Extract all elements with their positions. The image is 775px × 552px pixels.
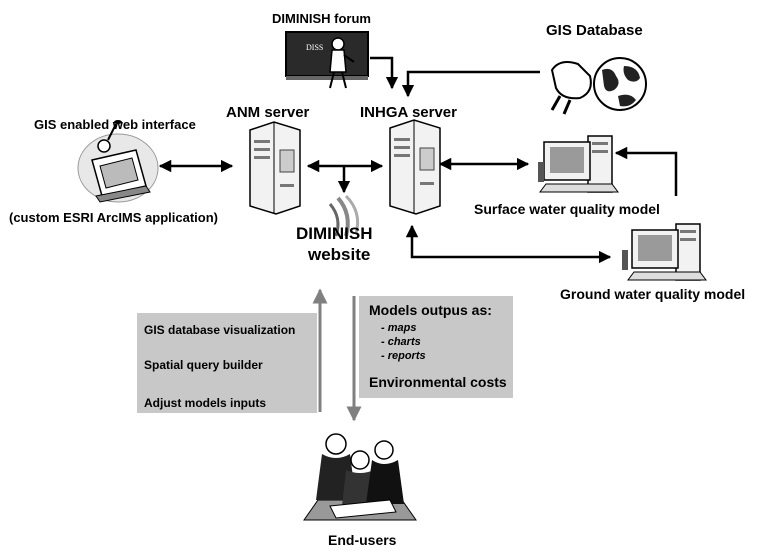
surface-model-label: Surface water quality model bbox=[474, 201, 660, 217]
gis-web-label: GIS enabled web interface bbox=[34, 117, 196, 132]
anm-server-icon bbox=[249, 121, 301, 215]
globe-icon bbox=[593, 57, 647, 111]
presenter-icon bbox=[329, 37, 355, 89]
arrow-inhga-ground bbox=[405, 224, 612, 264]
plug-icon bbox=[550, 61, 592, 115]
website-label-line2: website bbox=[308, 245, 371, 264]
ground-model-label: Ground water quality model bbox=[560, 286, 746, 302]
surface-model-computer-icon bbox=[538, 135, 619, 193]
panel-item-adjust-inputs: Adjust models inputs bbox=[144, 396, 267, 410]
ground-model-computer-icon bbox=[622, 223, 707, 281]
arrow-forum-inhga bbox=[370, 56, 399, 90]
gis-web-sublabel: (custom ESRI ArcIMS application) bbox=[9, 210, 218, 225]
outputs-panel: Models outpus as: - maps - charts - repo… bbox=[359, 296, 513, 398]
website-label-line1: DIMINISH bbox=[296, 224, 373, 243]
forum-board-text: DISS bbox=[306, 43, 323, 52]
inputs-panel: GIS database visualization Spatial query… bbox=[137, 313, 317, 413]
output-item-reports: - reports bbox=[381, 350, 426, 362]
panel-item-spatial-query: Spatial query builder bbox=[144, 358, 263, 372]
arrow-surface-feedback bbox=[614, 146, 678, 196]
inhga-server-icon bbox=[389, 119, 441, 215]
arrow-gisdb-inhga bbox=[401, 70, 540, 98]
anm-server-label: ANM server bbox=[226, 104, 310, 121]
outputs-title: Models outpus as: bbox=[369, 302, 492, 318]
panel-item-gis-visualization: GIS database visualization bbox=[144, 323, 296, 337]
end-users-label: End-users bbox=[328, 532, 397, 548]
output-item-charts: - charts bbox=[381, 336, 421, 348]
map-laptop-icon bbox=[91, 120, 151, 203]
environmental-costs-label: Environmental costs bbox=[369, 374, 507, 390]
people-icon bbox=[303, 433, 417, 521]
inhga-server-label: INHGA server bbox=[360, 104, 457, 121]
output-item-maps: - maps bbox=[381, 322, 417, 334]
gis-database-label: GIS Database bbox=[546, 22, 643, 39]
forum-label: DIMINISH forum bbox=[272, 11, 371, 26]
